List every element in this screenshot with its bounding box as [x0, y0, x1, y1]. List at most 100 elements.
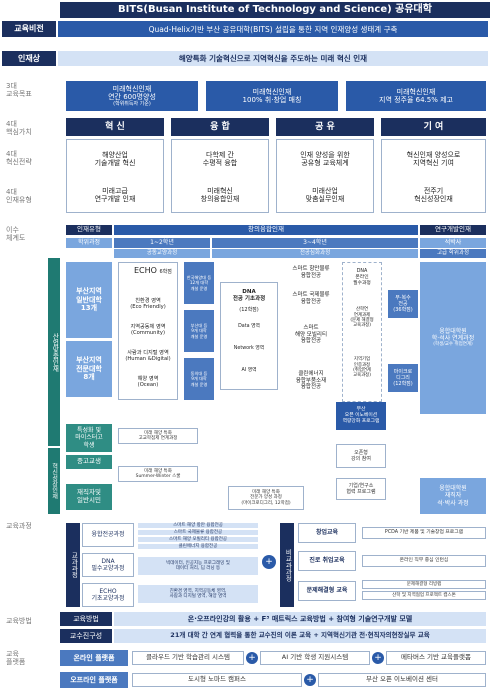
col-industry: 연구개발인재 — [420, 225, 486, 235]
curriculum-label: 교육과정 — [6, 522, 32, 530]
method-label: 교육방법 — [6, 617, 32, 625]
col-talent: 인재유형 — [66, 225, 112, 235]
goal-title: 미래혁신인재 — [112, 84, 152, 93]
adult-grad: 융합대학원 재직자 석·박사 과정 — [420, 478, 486, 514]
degree-label: 학위과정 — [66, 238, 112, 248]
talent-text: 해양특화 기술혁신으로 지역혁신을 주도하는 미래 혁신 인재 — [58, 51, 488, 66]
echo-item: 지역공동체 영역 (Community) — [130, 323, 166, 336]
strategy-label: 4대 혁신전략 — [6, 150, 32, 167]
strategy-text: 혁신인재 양성으로 지역혁신 기여 — [406, 150, 461, 167]
gen-univ: 부산지역 일반대학 13개 — [66, 262, 112, 338]
smart-major: 클린에너지 융합부품소재 융합전공 — [295, 371, 327, 391]
plus-icon: + — [372, 652, 384, 664]
smart-major: 스마트 국제물류 융합전공 — [292, 292, 330, 305]
curr-item: 스마트 해양 항만 융합전공 — [138, 523, 258, 528]
goal-title: 미래혁신인재 — [252, 87, 292, 96]
strategy-col-2 — [171, 139, 269, 213]
special-note: 미래 해양 특화 고교학점제 연계과정 — [118, 428, 198, 444]
nc-row: 창업교육 — [298, 523, 356, 543]
online-item: AI 기반 학생 지원시스템 — [260, 651, 370, 665]
type-text: 전주기 혁신성장인재 — [414, 186, 453, 203]
industry-vertical: 산업맞춤인재 — [48, 258, 60, 446]
strategy-col-3 — [276, 139, 374, 213]
spec-univ: 부산지역 전문대학 8개 — [66, 341, 112, 397]
ocean-box: 부산대 등 9개 대학 개설 운영 — [184, 310, 214, 352]
talent-label: 인재상 — [2, 51, 56, 66]
dna-item: AI 영역 — [241, 368, 257, 374]
nc-item: 문제해결형 리빙랩 — [362, 580, 486, 589]
value-label: 4대 핵심가치 — [6, 120, 32, 137]
curr-item: 스마트 국제물류 융합전공 — [138, 530, 258, 535]
year34: 3~4학년 — [212, 238, 418, 248]
plus-icon: + — [304, 674, 316, 686]
nc-row: 문제해결형 교육 — [298, 581, 356, 601]
noncurr-title: 비교과과정 — [280, 523, 294, 607]
strategy-text: 다학제 간 수평적 융합 — [202, 150, 238, 167]
year12: 1~2학년 — [114, 238, 210, 248]
echo-box — [118, 262, 178, 400]
adult-note: 미래 해양 특화 전문가 양성 과정 (마이크로디그리, 12학점) — [228, 486, 304, 510]
dna-sub: (12학점) — [239, 307, 259, 313]
platform-label: 교육 플랫폼 — [6, 650, 26, 667]
dna-item: Network 영역 — [233, 346, 265, 352]
echo-credit: 6학점 — [159, 269, 172, 275]
middle-school: 중고교생 — [66, 455, 112, 469]
goal-label: 3대 교육목표 — [6, 82, 32, 99]
smart-major: 스마트 항만물류 융합전공 — [292, 266, 330, 279]
nc-row: 진로 취업교육 — [298, 551, 356, 571]
dna-box — [220, 282, 278, 390]
startup-program: 기업/연구소 협력 프로그램 — [336, 478, 386, 500]
offline-item: 도시형 노마드 캠퍼스 — [132, 673, 302, 687]
grad-title: 융합대학원 학·석사 연계과정 — [431, 328, 475, 343]
curr-row: ECHO 기초교양과정 — [82, 583, 134, 607]
strategy-text: 해양산업 기술개발 혁신 — [94, 150, 136, 167]
strategy-col-1 — [66, 139, 164, 213]
type-text: 미래산업 맞춤실무인재 — [305, 186, 345, 203]
busan-open: 부산 오픈 이노베이션 역량강화 프로그램 — [336, 402, 386, 430]
master-label: 석박사 — [420, 238, 486, 248]
goal-card-1: 미래혁신인재 연간 600명양성 (학위취득자 기준) — [66, 81, 198, 111]
offline-platform: 오프라인 플랫폼 — [60, 672, 128, 688]
nc-item: 온라인 직무 중심 인턴십 — [362, 555, 486, 567]
minor-major: 부·복수 전공 (36학점) — [388, 290, 418, 318]
value-convergence: 융 합 — [171, 118, 269, 136]
value-sharing: 공 유 — [276, 118, 374, 136]
strategy-col-4 — [381, 139, 486, 213]
curr-row: DNA 필수교양과정 — [82, 553, 134, 577]
summer-note: 미래 해양 특화 Summer-Winter 스쿨 — [118, 466, 198, 482]
micro-degree: 마이크로 디그리 (12학점) — [388, 364, 418, 392]
echo-name: ECHO — [134, 266, 157, 275]
curr-item: 클린에너지 융합전공 — [138, 544, 258, 549]
plus-icon: + — [262, 555, 276, 569]
online-platform: 온라인 플랫폼 — [60, 650, 128, 666]
special-school: 특성화 및 마이스터고 학생 — [66, 424, 112, 452]
goal-sub: 100% 취·창업 매칭 — [242, 96, 302, 104]
dna-online-item: 지역기업 인증과정 (취업연계 교육과정) — [353, 357, 371, 379]
grad-sub: (학생/교수 취업연계) — [433, 342, 473, 348]
type-label: 4대 인재유형 — [6, 188, 32, 205]
plus-icon: + — [246, 652, 258, 664]
year34-sub: 전공심화과정 — [212, 249, 418, 258]
faculty-text: 21개 대학 간 연계 협력을 통한 교수진의 이론 교육 + 지역혁신기관 전… — [114, 629, 486, 643]
adult: 재직자및 일반시민 — [66, 484, 112, 510]
echo-title: ECHO 6학점 — [134, 266, 172, 275]
goal-sub: 지역 정주율 64.5% 제고 — [379, 96, 453, 104]
method-text: 온·오프라인강의 활용 + F³ 매트릭스 교육방법 + 참여형 기술연구개발 … — [114, 612, 486, 626]
method-tag: 교육방법 — [60, 612, 112, 626]
smart-major: 스마트 해양 모빌리티 융합전공 — [294, 325, 328, 345]
type-text: 미래고급 연구개발 인재 — [94, 186, 136, 203]
vision-text: Quad-Helix기반 부산 공유대학(BITS) 설립을 통한 지역 인재양… — [58, 21, 488, 37]
echo-item: 친환경 영역 (Eco Friendly) — [130, 297, 166, 310]
curriculum-title: 교과과정 — [66, 523, 80, 607]
vision-label: 교육비전 — [2, 21, 56, 37]
echo-item: 해양 영역 (Ocean) — [137, 375, 159, 388]
col-convergence: 창의융합인재 — [114, 225, 418, 235]
system-label: 이수 체계도 — [6, 226, 26, 243]
type-text: 미래혁신 창의융합인재 — [200, 186, 240, 203]
growth-vertical: 혁신성장인재 — [48, 448, 60, 514]
value-contribution: 기 여 — [381, 118, 486, 136]
ocean-box: 한국해양대 등 12개 대학 개설 운영 — [184, 262, 214, 304]
echo-item: 사람과 디지털 영역 (Human &Digital) — [125, 349, 171, 362]
goal-title: 미래혁신인재 — [396, 87, 436, 96]
curr-item: 친환경 영역, 지역공동체 영역, 사람과 디지털 영역, 해양 영역 — [138, 585, 258, 603]
